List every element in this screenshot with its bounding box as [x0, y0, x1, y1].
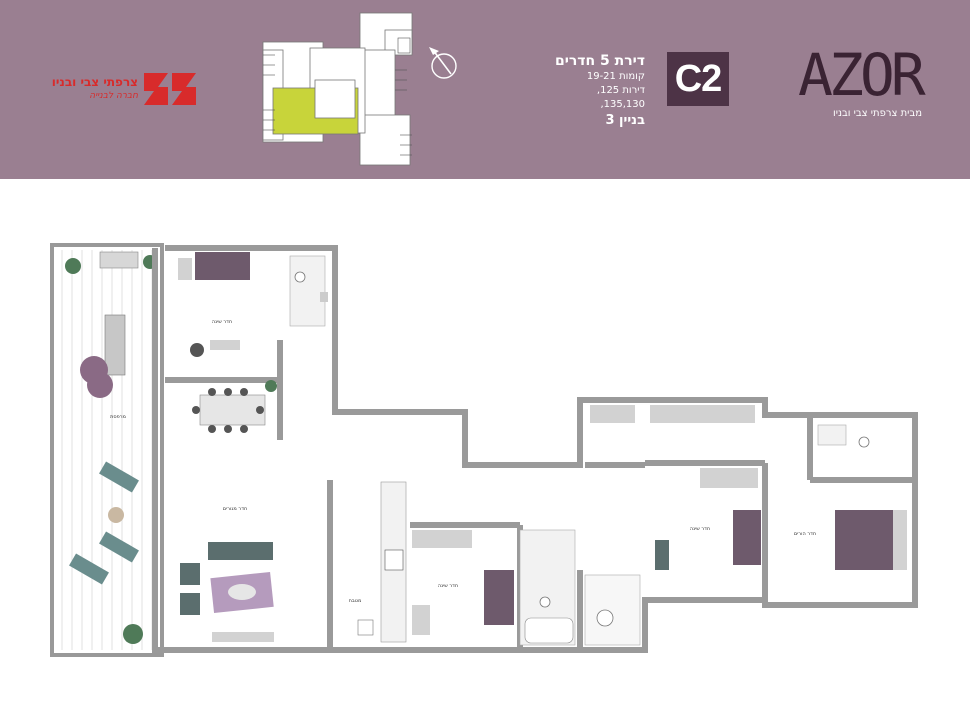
living-area [180, 542, 274, 642]
floor-plan: מרפסת חדר שינה חדר מגורים מטבח חדר שינה … [50, 243, 918, 657]
bedroom-top-left [178, 252, 250, 357]
bathroom-middle [519, 529, 641, 646]
apartment-building: בניין 3 [605, 113, 645, 128]
developer-tagline: חברה לבנייה [89, 91, 138, 101]
apartment-type-badge: C2 [667, 52, 729, 106]
master-bedroom [590, 405, 907, 570]
label-balcony: מרפסת [110, 414, 126, 420]
walls [152, 245, 918, 653]
label-master: חדר הורים [794, 531, 816, 537]
label-bedroom-2: חדר שינה [438, 583, 458, 589]
label-bedroom-1: חדר שינה [212, 319, 232, 325]
apartment-units-1: דירות 125, [596, 85, 645, 96]
building-key-plan [262, 12, 413, 166]
label-bedroom-3: חדר שינה [690, 526, 710, 532]
balcony-deck [50, 243, 164, 657]
label-kitchen: מטבח [349, 598, 362, 604]
apartment-info: דירת 5 חדרים קומות 19-21 דירות 125, 135,… [555, 52, 645, 129]
project-name: AZOR [798, 41, 926, 109]
zz-brand-icon [144, 73, 196, 105]
dining-table [192, 380, 277, 433]
apartment-title: דירת 5 חדרים [555, 53, 645, 69]
bathroom-top [289, 255, 328, 327]
developer-logo: צרפתי צבי ובניו חברה לבנייה [48, 73, 196, 107]
north-arrow-icon [429, 47, 457, 79]
bedroom-bottom [412, 530, 514, 635]
apartment-units-2: 135,130, [600, 99, 645, 110]
kitchen [357, 481, 407, 643]
developer-name: צרפתי צבי ובניו [51, 75, 138, 89]
project-subtitle: מבית צרפתי צבי ובניו [833, 108, 922, 119]
project-logo: AZOR מבית צרפתי צבי ובניו [798, 42, 926, 124]
header-banner: צרפתי צבי ובניו חברה לבנייה די [0, 0, 970, 179]
apartment-floors: קומות 19-21 [586, 71, 645, 82]
label-living: חדר מגורים [223, 506, 248, 512]
